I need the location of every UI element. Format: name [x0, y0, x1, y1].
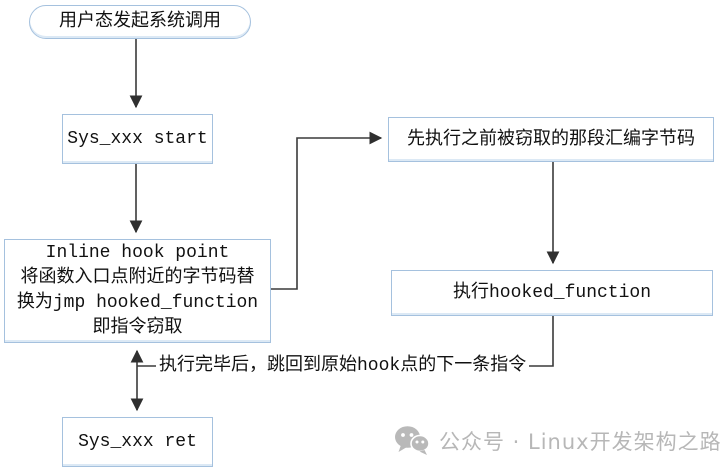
node-exec-hooked-function: 执行hooked_function	[391, 270, 713, 316]
inline-hook-line-4: 即指令窃取	[92, 318, 183, 338]
node-exec-hooked-function-label: 执行hooked_function	[452, 283, 652, 303]
node-exec-stolen-bytecode-label: 先执行之前被窃取的那段汇编字节码	[407, 129, 695, 150]
watermark-text: 公众号 · Linux开发架构之路	[439, 429, 720, 454]
wechat-logo-icon	[395, 426, 430, 455]
edge-label-return-note: 执行完毕后，跳回到原始hook点的下一条指令	[156, 355, 530, 377]
node-sys-xxx-start-label: Sys_xxx start	[67, 129, 208, 149]
edge-inlinehook-to-stealbytes	[271, 131, 383, 290]
node-user-mode-syscall-label: 用户态发起系统调用	[59, 12, 221, 32]
inline-hook-line-2: 将函数入口点附近的字节码替	[20, 268, 255, 288]
node-sys-xxx-ret-label: Sys_xxx ret	[78, 432, 197, 452]
node-sys-xxx-ret: Sys_xxx ret	[62, 417, 213, 467]
node-inline-hook-point: Inline hook point 将函数入口点附近的字节码替 换为jmp ho…	[4, 239, 271, 343]
node-sys-xxx-start: Sys_xxx start	[62, 114, 213, 164]
node-user-mode-syscall: 用户态发起系统调用	[29, 5, 251, 39]
inline-hook-line-3: 换为jmp hooked_function	[16, 293, 259, 313]
inline-hook-line-1: Inline hook point	[45, 243, 230, 263]
node-exec-stolen-bytecode: 先执行之前被窃取的那段汇编字节码	[388, 117, 714, 162]
watermark: 公众号 · Linux开发架构之路	[394, 425, 720, 456]
